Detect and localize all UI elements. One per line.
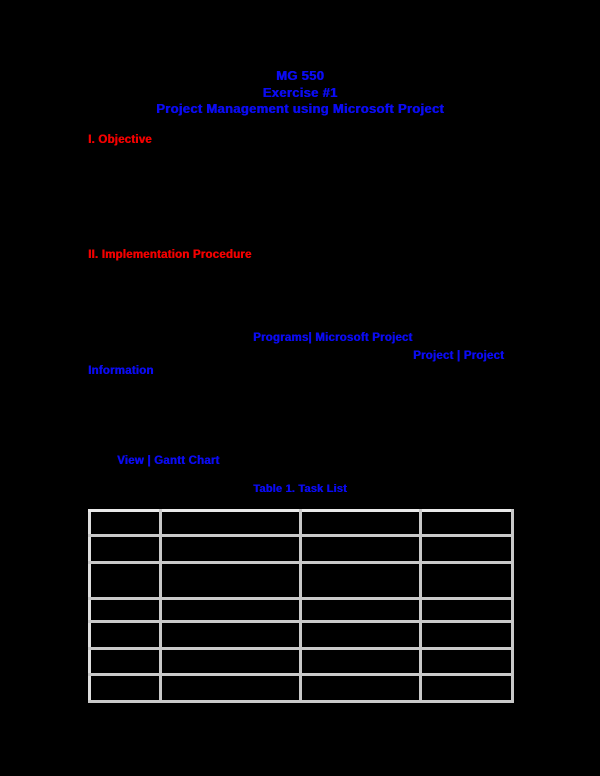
table-caption: Table 1. Task List (253, 483, 347, 495)
table-cell (88, 647, 162, 676)
task-table-body (88, 509, 514, 703)
implementation-heading: II. Implementation Procedure (88, 249, 252, 261)
table-cell (299, 597, 422, 623)
project-information-menu-path-line1: Project | Project (413, 350, 504, 362)
table-cell (299, 647, 422, 676)
table-row (88, 647, 514, 676)
table-cell (159, 509, 302, 537)
objective-heading: I. Objective (88, 134, 152, 146)
table-row (88, 673, 514, 703)
task-table (88, 509, 514, 703)
document-title: MG 550 Exercise #1 Project Management us… (0, 68, 600, 118)
table-cell (159, 647, 302, 676)
table-cell (159, 620, 302, 650)
table-row (88, 534, 514, 564)
project-information-menu-path-line2: Information (88, 365, 154, 377)
table-cell (159, 534, 302, 564)
table-cell (419, 647, 514, 676)
title-line-subject: Project Management using Microsoft Proje… (156, 101, 444, 116)
table-cell (88, 561, 162, 600)
table-cell (159, 561, 302, 600)
title-line-course: MG 550 (275, 68, 325, 83)
table-cell (419, 509, 514, 537)
table-cell (419, 534, 514, 564)
table-cell (419, 561, 514, 600)
table-row (88, 597, 514, 623)
table-cell (88, 509, 162, 537)
table-row (88, 620, 514, 650)
view-gantt-menu-path: View | Gantt Chart (117, 455, 220, 467)
table-cell (88, 597, 162, 623)
table-cell (299, 620, 422, 650)
table-cell (88, 673, 162, 703)
table-cell (88, 534, 162, 564)
table-cell (299, 561, 422, 600)
table-cell (419, 673, 514, 703)
table-cell (419, 620, 514, 650)
table-cell (419, 597, 514, 623)
table-row (88, 509, 514, 537)
table-cell (299, 673, 422, 703)
programs-menu-path: Programs| Microsoft Project (253, 332, 413, 344)
table-cell (159, 673, 302, 703)
table-row (88, 561, 514, 600)
table-cell (299, 509, 422, 537)
table-cell (88, 620, 162, 650)
title-line-exercise: Exercise #1 (262, 84, 338, 100)
table-cell (299, 534, 422, 564)
table-cell (159, 597, 302, 623)
